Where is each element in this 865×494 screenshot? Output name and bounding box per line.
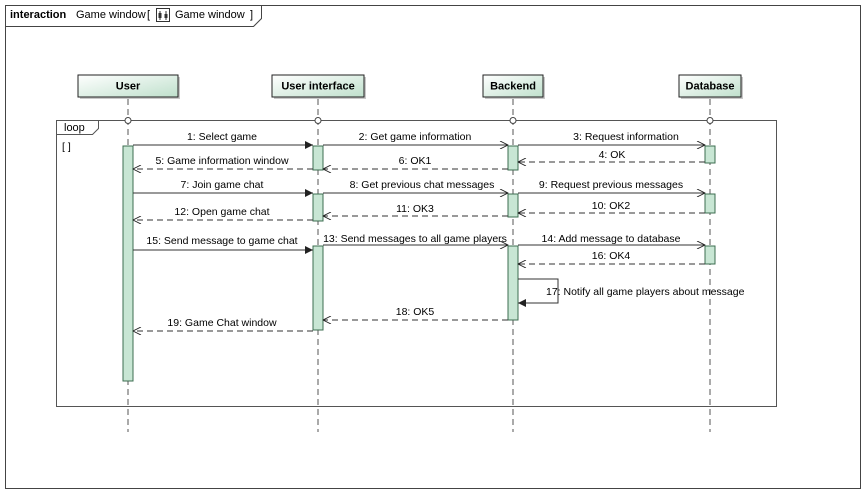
message-label-16: 16: OK4 — [592, 250, 631, 262]
lifeline-label-backend: Backend — [490, 81, 536, 93]
message-label-4: 4: OK — [599, 149, 626, 161]
lifeline-head-user[interactable] — [77, 74, 179, 98]
activation-backend-2 — [507, 193, 519, 218]
message-label-11: 11: OK3 — [396, 203, 434, 215]
message-label-2: 2: Get game information — [359, 131, 472, 143]
lifeline-label-user-interface: User interface — [281, 81, 354, 93]
activation-database-2 — [704, 193, 716, 214]
activation-ui-2 — [312, 193, 324, 222]
message-label-1: 1: Select game — [187, 131, 257, 143]
message-label-19: 19: Game Chat window — [167, 317, 277, 329]
frame-bracket-close: ] — [250, 9, 253, 21]
lifeline-head-user-interface[interactable] — [271, 74, 365, 98]
activation-database-1 — [704, 145, 716, 164]
message-label-18: 18: OK5 — [396, 306, 435, 318]
loop-guard: [ ] — [62, 141, 71, 153]
loop-fragment — [56, 120, 777, 407]
activation-ui-3 — [312, 245, 324, 331]
gate-circle-database — [706, 117, 714, 124]
activation-backend-1 — [507, 145, 519, 171]
interaction-frame — [5, 5, 861, 489]
interaction-reference-icon — [156, 8, 170, 22]
gate-circle-backend — [509, 117, 517, 124]
message-label-9: 9: Request previous messages — [539, 179, 683, 191]
lifeline-backend[interactable]: Backend — [482, 74, 545, 99]
lifeline-head-backend[interactable] — [482, 74, 544, 98]
frame-name: Game window — [76, 9, 146, 21]
message-label-13: 13: Send messages to all game players — [323, 233, 507, 245]
message-arrow-17 — [518, 278, 559, 307]
message-label-7: 7: Join game chat — [181, 179, 264, 191]
loop-operator: loop — [64, 122, 85, 134]
message-label-8: 8: Get previous chat messages — [350, 179, 495, 191]
activation-backend-3 — [507, 245, 519, 321]
message-label-14: 14: Add message to database — [542, 233, 681, 245]
frame-bracket-open: [ — [147, 9, 150, 21]
lifeline-label-database: Database — [686, 81, 735, 93]
frame-keyword: interaction — [10, 9, 67, 21]
lifeline-head-database[interactable] — [678, 74, 742, 98]
message-label-10: 10: OK2 — [592, 200, 631, 212]
activation-ui-1 — [312, 145, 324, 171]
message-label-12: 12: Open game chat — [174, 206, 269, 218]
gate-circle-user — [124, 117, 132, 124]
frame-ref-label: Game window — [175, 9, 245, 21]
message-label-17: 17: Notify all game players about messag… — [546, 286, 745, 298]
lifeline-database[interactable]: Database — [678, 74, 743, 99]
lifeline-user-interface[interactable]: User interface — [271, 74, 366, 99]
activation-database-3 — [704, 245, 716, 265]
loop-fragment-tab — [56, 120, 99, 135]
message-label-6: 6: OK1 — [399, 155, 432, 167]
message-label-3: 3: Request information — [573, 131, 679, 143]
message-label-5: 5: Game information window — [155, 155, 288, 167]
message-label-15: 15: Send message to game chat — [146, 235, 297, 247]
activation-user — [122, 145, 134, 382]
interaction-frame-tab — [5, 5, 262, 27]
lifeline-user[interactable]: User — [77, 74, 180, 99]
lifeline-label-user: User — [116, 81, 141, 93]
gate-circle-user-interface — [314, 117, 322, 124]
